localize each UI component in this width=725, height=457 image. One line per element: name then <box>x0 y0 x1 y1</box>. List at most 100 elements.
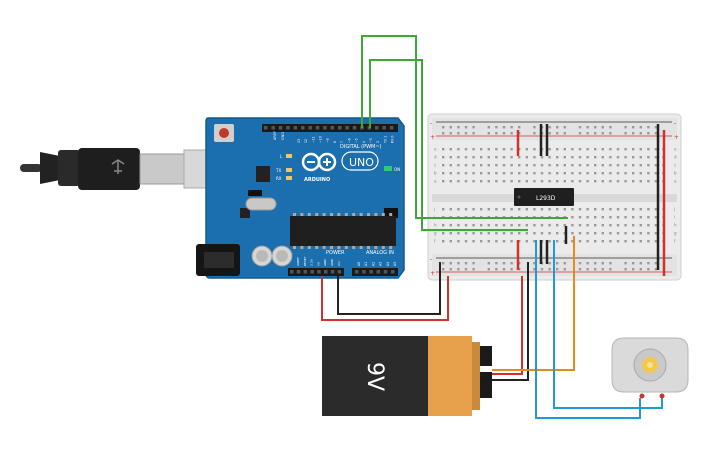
on-led <box>384 166 392 171</box>
header-socket[interactable] <box>324 270 328 274</box>
l-led <box>286 154 292 158</box>
blue-wire-motor-b[interactable] <box>553 240 663 409</box>
header-socket[interactable] <box>310 270 314 274</box>
atmega-chip <box>290 216 396 246</box>
row-letter: b <box>434 171 437 176</box>
aref-label: AREF <box>273 131 277 140</box>
header-socket[interactable] <box>389 126 394 130</box>
red-wire-battery[interactable] <box>492 276 523 375</box>
header-socket[interactable] <box>391 270 395 274</box>
power-pin-label: 5V <box>316 261 320 266</box>
tx-led <box>286 168 292 172</box>
black-wire-gnd[interactable] <box>337 262 441 315</box>
rail-minus-label: - <box>430 120 432 127</box>
header-socket[interactable] <box>382 126 386 130</box>
power-pin-label: IOREF <box>296 257 300 266</box>
battery-terminal-positive[interactable] <box>480 346 492 366</box>
row-letter: d <box>434 155 437 160</box>
header-socket[interactable] <box>323 126 327 130</box>
power-label: POWER <box>326 250 345 256</box>
model-badge <box>341 151 379 171</box>
green-wire-pin-5[interactable] <box>361 35 568 219</box>
tx-led-label: TX <box>275 168 281 173</box>
row-letter: g <box>434 231 437 236</box>
header-socket[interactable] <box>301 126 305 130</box>
row-letter: e <box>434 147 437 152</box>
row-letter: c <box>434 163 436 168</box>
row-letter: d <box>674 155 677 160</box>
row-letter: f <box>674 239 676 244</box>
red-wire-5v[interactable] <box>321 276 449 321</box>
analog-pin-label: A4 <box>386 262 390 266</box>
digital-pin-label: ~6 <box>347 138 351 143</box>
battery-9v[interactable]: 9V <box>322 336 492 416</box>
digital-pin-label: RX 0 <box>391 136 395 143</box>
digital-pin-label: ~11 <box>311 136 315 143</box>
power-header[interactable] <box>288 268 344 276</box>
digital-pin-label: 12 <box>304 139 308 143</box>
header-socket[interactable] <box>330 126 335 130</box>
top-power-rail <box>432 118 677 140</box>
row-letter: j <box>673 207 675 212</box>
header-socket[interactable] <box>345 126 349 130</box>
analog-pin-label: A5 <box>393 262 397 266</box>
power-pin-label: 3.3V <box>310 258 314 266</box>
rx-led-label: RX <box>276 176 282 181</box>
rail-plus-label-bottom: + <box>430 270 435 277</box>
row-letter: h <box>674 223 677 228</box>
power-pin-label: RESET <box>303 256 307 266</box>
battery-terminal-negative[interactable] <box>480 372 492 398</box>
green-wire-pin-4[interactable] <box>369 59 528 231</box>
header-socket[interactable] <box>376 270 381 274</box>
power-pin-label: GND <box>330 258 334 266</box>
row-letter: i <box>674 215 675 220</box>
header-socket[interactable] <box>383 270 388 274</box>
dc-motor[interactable] <box>611 337 689 399</box>
header-socket[interactable] <box>337 270 342 274</box>
header-socket[interactable] <box>315 126 320 130</box>
orange-wire[interactable] <box>492 236 575 371</box>
l293d-chip[interactable]: L293D <box>514 188 574 206</box>
analog-header[interactable] <box>352 268 398 276</box>
rail-minus-label-bottom: - <box>430 256 432 263</box>
row-letter: c <box>674 163 676 168</box>
battery-label: 9V <box>362 362 387 391</box>
row-letter: a <box>674 179 677 184</box>
digital-pin-label: ~3 <box>369 138 373 143</box>
header-socket[interactable] <box>271 126 275 130</box>
digital-header[interactable] <box>262 124 398 132</box>
row-letter: h <box>434 223 437 228</box>
header-socket[interactable] <box>362 270 366 274</box>
header-socket[interactable] <box>296 270 301 274</box>
header-socket[interactable] <box>286 126 290 130</box>
digital-pin-label: 8 <box>333 141 337 143</box>
header-socket[interactable] <box>330 270 335 274</box>
motor-gear-icon <box>642 357 658 373</box>
header-socket[interactable] <box>264 126 268 130</box>
row-letter: f <box>434 239 436 244</box>
l-led-label: L <box>280 154 283 159</box>
power-pin-label: GND <box>323 258 327 266</box>
model-label: UNO <box>349 156 374 169</box>
header-socket[interactable] <box>338 126 342 130</box>
header-socket[interactable] <box>355 270 359 274</box>
header-socket[interactable] <box>303 270 308 274</box>
header-socket[interactable] <box>293 126 298 130</box>
rail-plus-label: + <box>430 134 435 141</box>
digital-pin-label: ~10 <box>319 136 323 143</box>
digital-pin-label: 2 <box>376 141 380 143</box>
header-socket[interactable] <box>308 126 312 130</box>
breadboard-jumpers <box>516 124 666 276</box>
digital-pin-label: 7 <box>340 141 344 143</box>
header-socket[interactable] <box>369 270 373 274</box>
black-wire-battery[interactable] <box>492 262 529 381</box>
rx-led <box>286 176 292 180</box>
header-socket[interactable] <box>317 270 321 274</box>
row-letter: e <box>674 147 677 152</box>
header-socket[interactable] <box>290 270 294 274</box>
usb-cable[interactable] <box>20 148 229 190</box>
header-socket[interactable] <box>278 126 283 130</box>
header-socket[interactable] <box>352 126 357 130</box>
header-socket[interactable] <box>375 126 379 130</box>
